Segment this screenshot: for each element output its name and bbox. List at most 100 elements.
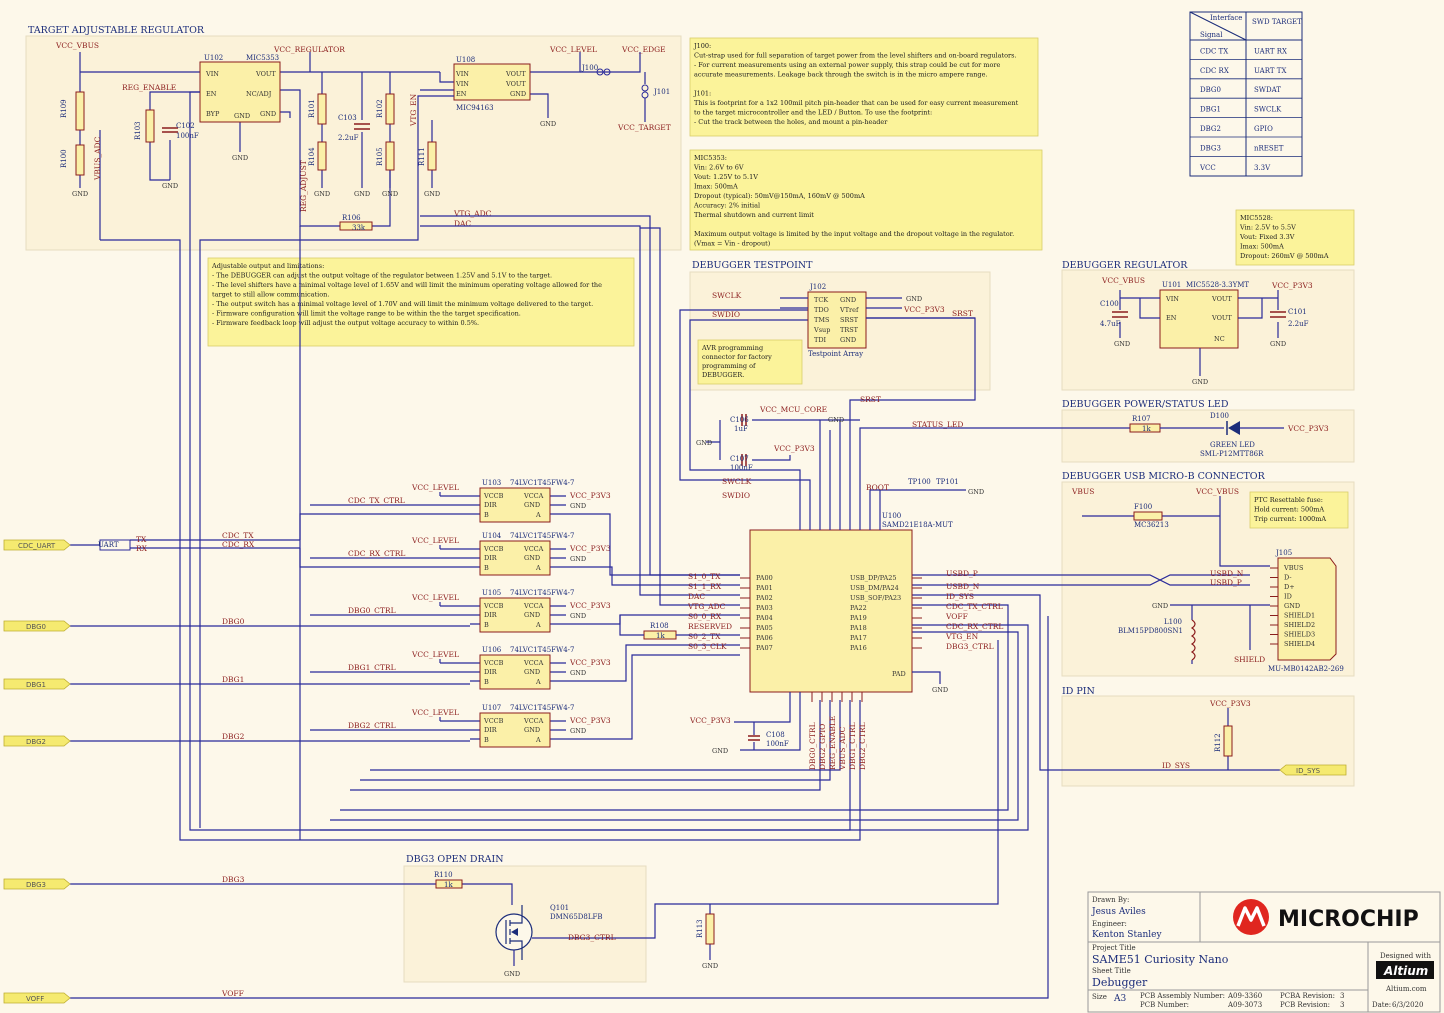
r102-resistor — [385, 93, 395, 125]
net-vcc-p3v3-mcu: VCC_P3V3 — [773, 444, 815, 453]
usb-pin: SHIELD4 — [1284, 640, 1315, 648]
dbg3-open-drain-circuit: R110 1k Q101 DMN65D8LFB DBG3_CTRL GND R1… — [434, 871, 718, 978]
net-srst-mcu: SRST — [860, 395, 881, 404]
note-line: Trip current: 1000mA — [1254, 515, 1326, 523]
svg-text:TDI: TDI — [814, 336, 827, 344]
j101-ref: J101 — [653, 88, 670, 96]
note-adjustable: Adjustable output and limitations:- The … — [207, 257, 635, 347]
note-line: Imax: 500mA — [694, 183, 738, 191]
f100-ref: F100 — [1134, 503, 1152, 511]
svg-text:VCCB: VCCB — [483, 717, 504, 725]
port-dbg2-label: DBG2 — [26, 738, 46, 746]
note-line: AVR programming — [701, 344, 763, 352]
mcu-net-usbd-p: USBD_P — [946, 569, 978, 578]
engineer-label: Engineer: — [1092, 920, 1127, 928]
net-cdc-rx: CDC_RX — [222, 540, 255, 549]
u108-ref: U108 — [456, 56, 475, 64]
svg-text:VCCB: VCCB — [483, 659, 504, 667]
table-signal: DBG2 — [1200, 125, 1221, 133]
svg-text:BYP: BYP — [206, 110, 220, 118]
net-swclk: SWCLK — [722, 477, 752, 486]
net-ctrl: DBG1_CTRL — [348, 663, 396, 672]
net-usbd-p: USBD_P — [1210, 578, 1242, 587]
c108-value: 100nF — [766, 740, 789, 748]
r110-value: 1k — [444, 881, 453, 889]
net-vcc-vbus: VCC_VBUS — [55, 41, 99, 50]
r109-resistor — [75, 91, 85, 131]
u101-value: MIC5528-3.3YMT — [1186, 281, 1249, 289]
j102-body — [807, 291, 867, 349]
note-line: accurate measurements. Leakage back thro… — [694, 71, 988, 79]
note-line: - Cut the track between the holes, and m… — [694, 118, 888, 126]
svg-text:PAD: PAD — [892, 670, 906, 678]
usb-pin: SHIELD2 — [1284, 621, 1315, 629]
d100-part-number: SML-P12MTT86R — [1200, 450, 1264, 458]
tp100-ref: TP100 — [908, 478, 931, 486]
port-cdc-uart-label: CDC_UART — [18, 542, 56, 550]
mcu-pin-right: PA18 — [850, 624, 867, 632]
net-usbd-n: USBD_N — [1210, 569, 1244, 578]
f100-fuse — [1133, 511, 1163, 521]
header-usb: DEBUGGER USB MICRO-B CONNECTOR — [1062, 471, 1266, 482]
net-vcc-p3v3: VCC_P3V3 — [569, 601, 611, 610]
r109-ref: R109 — [60, 99, 68, 118]
net-status-led: STATUS_LED — [912, 420, 963, 429]
svg-text:A: A — [535, 621, 541, 629]
mcu-net-bottom: DBG1_CTRL — [848, 722, 857, 770]
svg-text:TRST: TRST — [840, 326, 859, 334]
microchip-logo: MICROCHIP — [1233, 899, 1419, 935]
svg-text:DIR: DIR — [484, 726, 498, 734]
u101-body — [1159, 289, 1239, 349]
mcu-net-left: RESERVED — [688, 622, 732, 631]
shifter-value: 74LVC1T45FW4-7 — [510, 589, 575, 597]
usb-pin: SHIELD3 — [1284, 631, 1315, 639]
header-debugger-regulator: DEBUGGER REGULATOR — [1062, 260, 1188, 271]
net-ctrl: DBG0_CTRL — [348, 606, 396, 615]
net-dac: DAC — [454, 219, 471, 228]
r113-ref: R113 — [696, 919, 704, 938]
net-vcc-p3v3-id: VCC_P3V3 — [1209, 699, 1251, 708]
net-cdc-tx: CDC_TX — [222, 531, 254, 540]
svg-text:EN: EN — [456, 90, 467, 98]
note-line: target to still allow communication. — [212, 291, 329, 299]
mcu-net-left: DAC — [688, 592, 705, 601]
q101-ref: Q101 — [550, 904, 569, 912]
c102-value: 100nF — [176, 132, 199, 140]
net-ctrl: CDC_TX_CTRL — [348, 496, 405, 505]
gnd-label: GND — [570, 612, 586, 620]
net-tx: TX — [136, 535, 147, 544]
svg-text:B: B — [484, 736, 489, 744]
r113-resistor — [705, 913, 715, 945]
port-dbg3-label: DBG3 — [26, 881, 46, 889]
shifter-value: 74LVC1T45FW4-7 — [510, 479, 575, 487]
table-signal: DBG0 — [1200, 86, 1221, 94]
shifter-value: 74LVC1T45FW4-7 — [510, 646, 575, 654]
r101-ref: R101 — [308, 99, 316, 118]
r112-ref: R112 — [1214, 733, 1222, 752]
c102-ref: C102 — [176, 122, 195, 130]
note-line: Accuracy: 2% initial — [693, 202, 760, 210]
note-line: MIC5353: — [694, 154, 727, 162]
usb-pin: D+ — [1284, 583, 1295, 591]
engineer: Kenton Stanley — [1092, 930, 1162, 940]
port-dbg1 — [3, 678, 71, 690]
shifter-ref: U105 — [482, 589, 501, 597]
net-vcc-regulator: VCC_REGULATOR — [273, 45, 345, 54]
gnd-label: GND — [570, 669, 586, 677]
c100-value: 4.7uF — [1100, 320, 1121, 328]
u102-body — [199, 61, 281, 123]
size-label: Size — [1092, 993, 1107, 1001]
table-target: nRESET — [1254, 144, 1284, 152]
mcu-net-bottom: DBG2_CTRL — [858, 722, 867, 770]
mcu-pin-right: PA16 — [850, 644, 867, 652]
gnd-label: GND — [540, 120, 556, 128]
note-line: - The level shifters have a minimal volt… — [212, 281, 602, 289]
c101-ref: C101 — [1288, 308, 1307, 316]
mcu-net-left: VTG_ADC — [687, 602, 726, 611]
net-vcc-p3v3: VCC_P3V3 — [569, 544, 611, 553]
note-line: (Vmax = Vin - dropout) — [694, 240, 771, 248]
header-id-pin: ID PIN — [1062, 686, 1095, 697]
svg-text:GND: GND — [840, 336, 856, 344]
